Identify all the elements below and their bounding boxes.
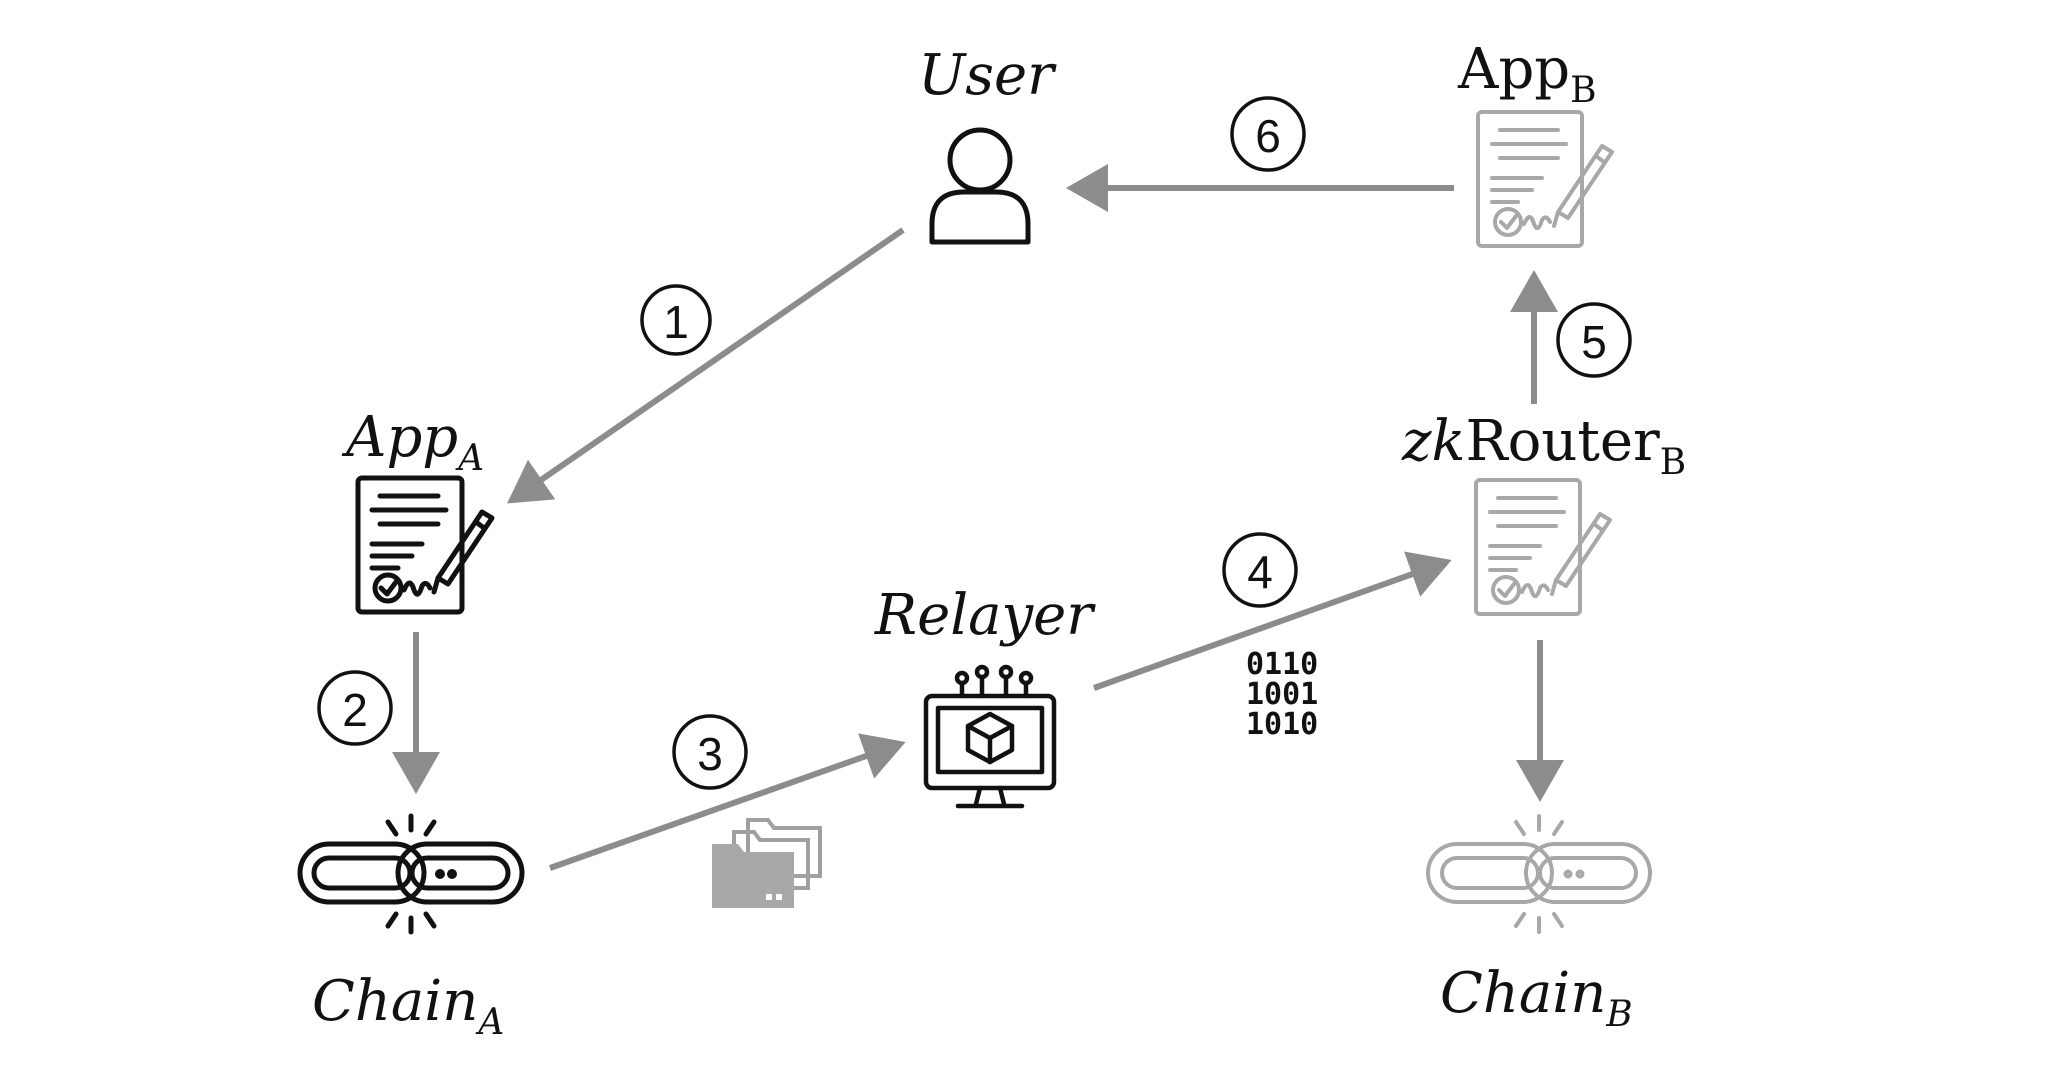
user-icon [929, 127, 1031, 245]
binary-data-icon: 0110 1001 1010 [1246, 647, 1318, 742]
arrow-relayer-to-zkrouter-b [1092, 551, 1452, 691]
zkrouter-b-label-italic: zk [1401, 409, 1465, 474]
app-b-label: AppB [1457, 37, 1597, 111]
step-5-badge: 5 [1556, 302, 1632, 378]
chain-b-label: ChainB [1440, 961, 1633, 1035]
step-1-badge: 1 [640, 284, 712, 356]
app-a-label: AppA [341, 405, 484, 479]
app-b-contract-icon [1476, 110, 1614, 248]
zkrouter-b-label-main: Router [1465, 409, 1660, 474]
zkrouter-b-contract-icon [1474, 478, 1612, 616]
chain-b-label-main: Chain [1440, 961, 1606, 1026]
chain-a-label-sub: A [475, 1002, 504, 1043]
relayer-monitor-icon [923, 664, 1057, 809]
app-b-label-sub: B [1570, 70, 1596, 111]
arrow-chain-a-to-relayer [548, 733, 906, 871]
step-6-badge: 6 [1230, 96, 1306, 172]
step-2-badge: 2 [317, 670, 393, 746]
step-1-number: 1 [663, 296, 689, 348]
app-a-label-sub: A [455, 438, 484, 479]
app-a-contract-icon [358, 478, 492, 612]
zkrouter-b-label-sub: B [1660, 442, 1686, 483]
chain-b-label-sub: B [1605, 994, 1632, 1035]
binary-row-1: 0110 [1246, 647, 1318, 682]
app-b-label-main: App [1457, 37, 1570, 102]
step-2-number: 2 [342, 684, 368, 736]
chain-b-link-icon [1426, 814, 1652, 934]
app-a-label-main: App [341, 405, 458, 470]
step-3-number: 3 [697, 728, 723, 780]
folders-icon [712, 818, 822, 908]
binary-row-3: 1010 [1246, 707, 1318, 742]
zkrouter-b-label: zkRouterB [1401, 409, 1686, 483]
step-6-number: 6 [1255, 110, 1281, 162]
step-4-number: 4 [1247, 546, 1273, 598]
arrow-user-to-app-a [507, 227, 905, 504]
chain-a-label: ChainA [312, 969, 504, 1043]
step-3-badge: 3 [672, 714, 748, 790]
binary-row-2: 1001 [1246, 677, 1318, 712]
user-label: User [918, 43, 1057, 108]
relayer-label: Relayer [874, 583, 1096, 648]
step-4-badge: 4 [1222, 532, 1298, 608]
chain-a-label-main: Chain [312, 969, 478, 1034]
step-5-number: 5 [1581, 316, 1607, 368]
chain-a-link-icon [300, 816, 522, 932]
